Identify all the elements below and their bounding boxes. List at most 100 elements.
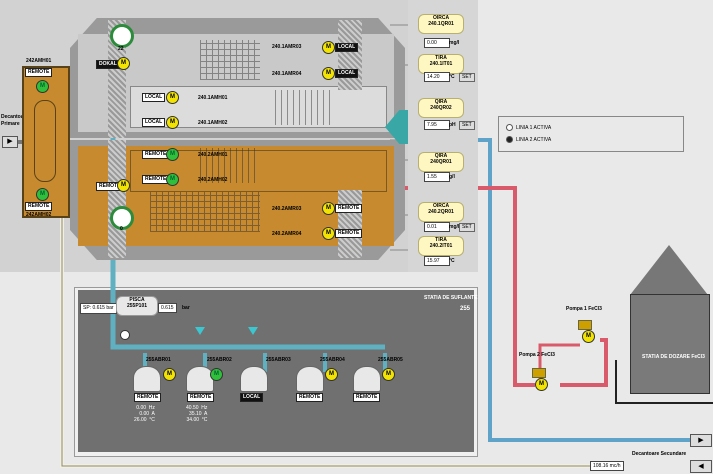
setpoint-group[interactable]: SP: 0.615 bar (80, 303, 117, 314)
blower-3-status[interactable]: M (325, 368, 338, 381)
instrument-4-set-button[interactable]: SET (459, 223, 475, 232)
blower-1-mode-button[interactable]: REMOTE (187, 393, 215, 402)
inlet-label-1: Decantoare (1, 114, 29, 120)
l2-aerator1-mode-button[interactable]: REMOTE (335, 204, 363, 213)
basin2-diffusers (200, 148, 260, 183)
basin1-gauge[interactable] (110, 24, 134, 48)
instrument-2-unit: pH (449, 122, 456, 128)
outlet-right-arrow[interactable]: ▶ (690, 434, 712, 447)
l2-aerator1-tag: 240.2AMR03 (272, 206, 302, 212)
basin1-gauge-value: 22 (118, 46, 124, 52)
blower-0-readout: 0.00 Hz 0.00 A 26.00 °C (134, 405, 155, 423)
inlet-label-2: Primare (1, 121, 20, 127)
blower-4-tag: 255ABR05 (378, 357, 403, 363)
pressure-gauge-icon (120, 330, 130, 340)
radio-selected-icon (506, 136, 513, 143)
basin1-diffusers-2 (275, 90, 335, 125)
basin2-right-grid (338, 190, 362, 258)
pump-1-label: Pompa 1 FeCl3 (566, 306, 602, 312)
l1-aerator2-motor[interactable]: M (322, 67, 335, 80)
instrument-2-value: 7.95 (424, 120, 450, 130)
valve-icon-1[interactable] (195, 327, 205, 335)
blower-1-tag: 255ABR02 (207, 357, 232, 363)
l1-mixer2-tag: 240.1AMH02 (198, 120, 228, 126)
l1-aerator2-tag: 240.1AMR04 (272, 71, 302, 77)
instrument-5-value: 15.97 (424, 256, 450, 266)
blower-2-tag: 255ABR03 (266, 357, 291, 363)
blower-station-title: STATIA DE SUFLANTE (424, 295, 478, 301)
l2-aerator2-tag: 240.2AMR04 (272, 231, 302, 237)
dosing-station-label: STATIA DE DOZARE FeCl3 (642, 354, 705, 360)
outlet-flow-value: 108.16 mc/h (590, 461, 624, 471)
blower-3-unit (296, 366, 324, 392)
instrument-0-unit: mg/l (449, 40, 460, 46)
blower-4-status[interactable]: M (382, 368, 395, 381)
l1-aerator1-mode-button[interactable]: LOCAL (335, 43, 359, 52)
instrument-3-unit: g/l (449, 174, 455, 180)
l2-aerator1-motor[interactable]: M (322, 202, 335, 215)
blower-2-mode-button[interactable]: LOCAL (240, 393, 264, 402)
primary-top-tag: 242AMH01 (26, 58, 52, 64)
blower-0-status[interactable]: M (163, 368, 176, 381)
basin1-diffusers (200, 40, 260, 80)
pisca-unit: bar (182, 305, 190, 311)
instrument-4-unit: mg/l (449, 224, 460, 230)
line-selector-panel (498, 116, 684, 152)
instrument-1-set-button[interactable]: SET (459, 73, 475, 82)
return-left-arrow[interactable]: ◀ (690, 460, 712, 473)
blower-1-readout: 40.50 Hz 35.10 A 34.00 °C (186, 405, 208, 423)
l2-mixer2-tag: 240.2AMH02 (198, 177, 228, 183)
l2-aerator2-motor[interactable]: M (322, 227, 335, 240)
l1-mixer1-mode-button[interactable]: LOCAL (142, 93, 166, 102)
instrument-3-value: 1.55 (424, 172, 450, 182)
basin2-gauge[interactable] (110, 206, 134, 230)
instrument-2-set-button[interactable]: SET (459, 121, 475, 130)
l2-mixer1-motor[interactable]: M (166, 148, 179, 161)
sp-label: SP: (83, 305, 92, 311)
blower-1-status[interactable]: M (210, 368, 223, 381)
blower-4-unit (353, 366, 381, 392)
basin2-bridge-motor[interactable]: M (117, 179, 130, 192)
inlet-arrow[interactable]: ▶ (2, 136, 18, 148)
pump-2-motor[interactable]: M (535, 378, 548, 391)
basin1-grid (108, 20, 126, 138)
primary-bottom-motor[interactable]: M (36, 188, 49, 201)
outlet-label: Decantoare Secundare (632, 451, 687, 457)
instrument-4-value: 0.01 (424, 222, 450, 232)
l1-mixer1-tag: 240.1AMH01 (198, 95, 228, 101)
l1-mixer2-motor[interactable]: M (166, 116, 179, 129)
pump-2-label: Pompa 2 FeCl3 (519, 352, 555, 358)
line-selector-option-2-label: LINIA 2 ACTIVA (516, 136, 552, 143)
blower-3-tag: 255ABR04 (320, 357, 345, 363)
primary-top-motor[interactable]: M (36, 80, 49, 93)
l1-mixer1-motor[interactable]: M (166, 91, 179, 104)
blower-1-unit (186, 366, 214, 392)
blower-2-unit (240, 366, 268, 392)
l1-aerator1-motor[interactable]: M (322, 41, 335, 54)
primary-top-mode-button[interactable]: REMOTE (25, 68, 53, 77)
l1-mixer2-mode-button[interactable]: LOCAL (142, 118, 166, 127)
l1-aerator2-mode-button[interactable]: LOCAL (335, 69, 359, 78)
blower-0-mode-button[interactable]: REMOTE (134, 393, 162, 402)
basin1-right-grid (338, 20, 362, 90)
primary-bottom-mode-button[interactable]: REMOTE (25, 202, 53, 211)
primary-channel-inner (34, 100, 56, 182)
l2-aerator2-mode-button[interactable]: REMOTE (335, 229, 363, 238)
line-selector-option-1[interactable]: LINIA 1 ACTIVA (506, 124, 551, 131)
valve-icon-2[interactable] (248, 327, 258, 335)
blower-3-mode-button[interactable]: REMOTE (296, 393, 324, 402)
basin1-bridge-motor[interactable]: M (117, 57, 130, 70)
blower-4-mode-button[interactable]: REMOTE (353, 393, 381, 402)
basin2-diffusers-2 (150, 192, 260, 232)
l2-mixer1-tag: 240.2AMH01 (198, 152, 228, 158)
instrument-0-value: 0.00 (424, 38, 450, 48)
l2-mixer2-motor[interactable]: M (166, 173, 179, 186)
pump-1-motor[interactable]: M (582, 330, 595, 343)
blower-station-number: 255 (460, 306, 471, 312)
line-selector-option-2[interactable]: LINIA 2 ACTIVA (506, 136, 551, 143)
